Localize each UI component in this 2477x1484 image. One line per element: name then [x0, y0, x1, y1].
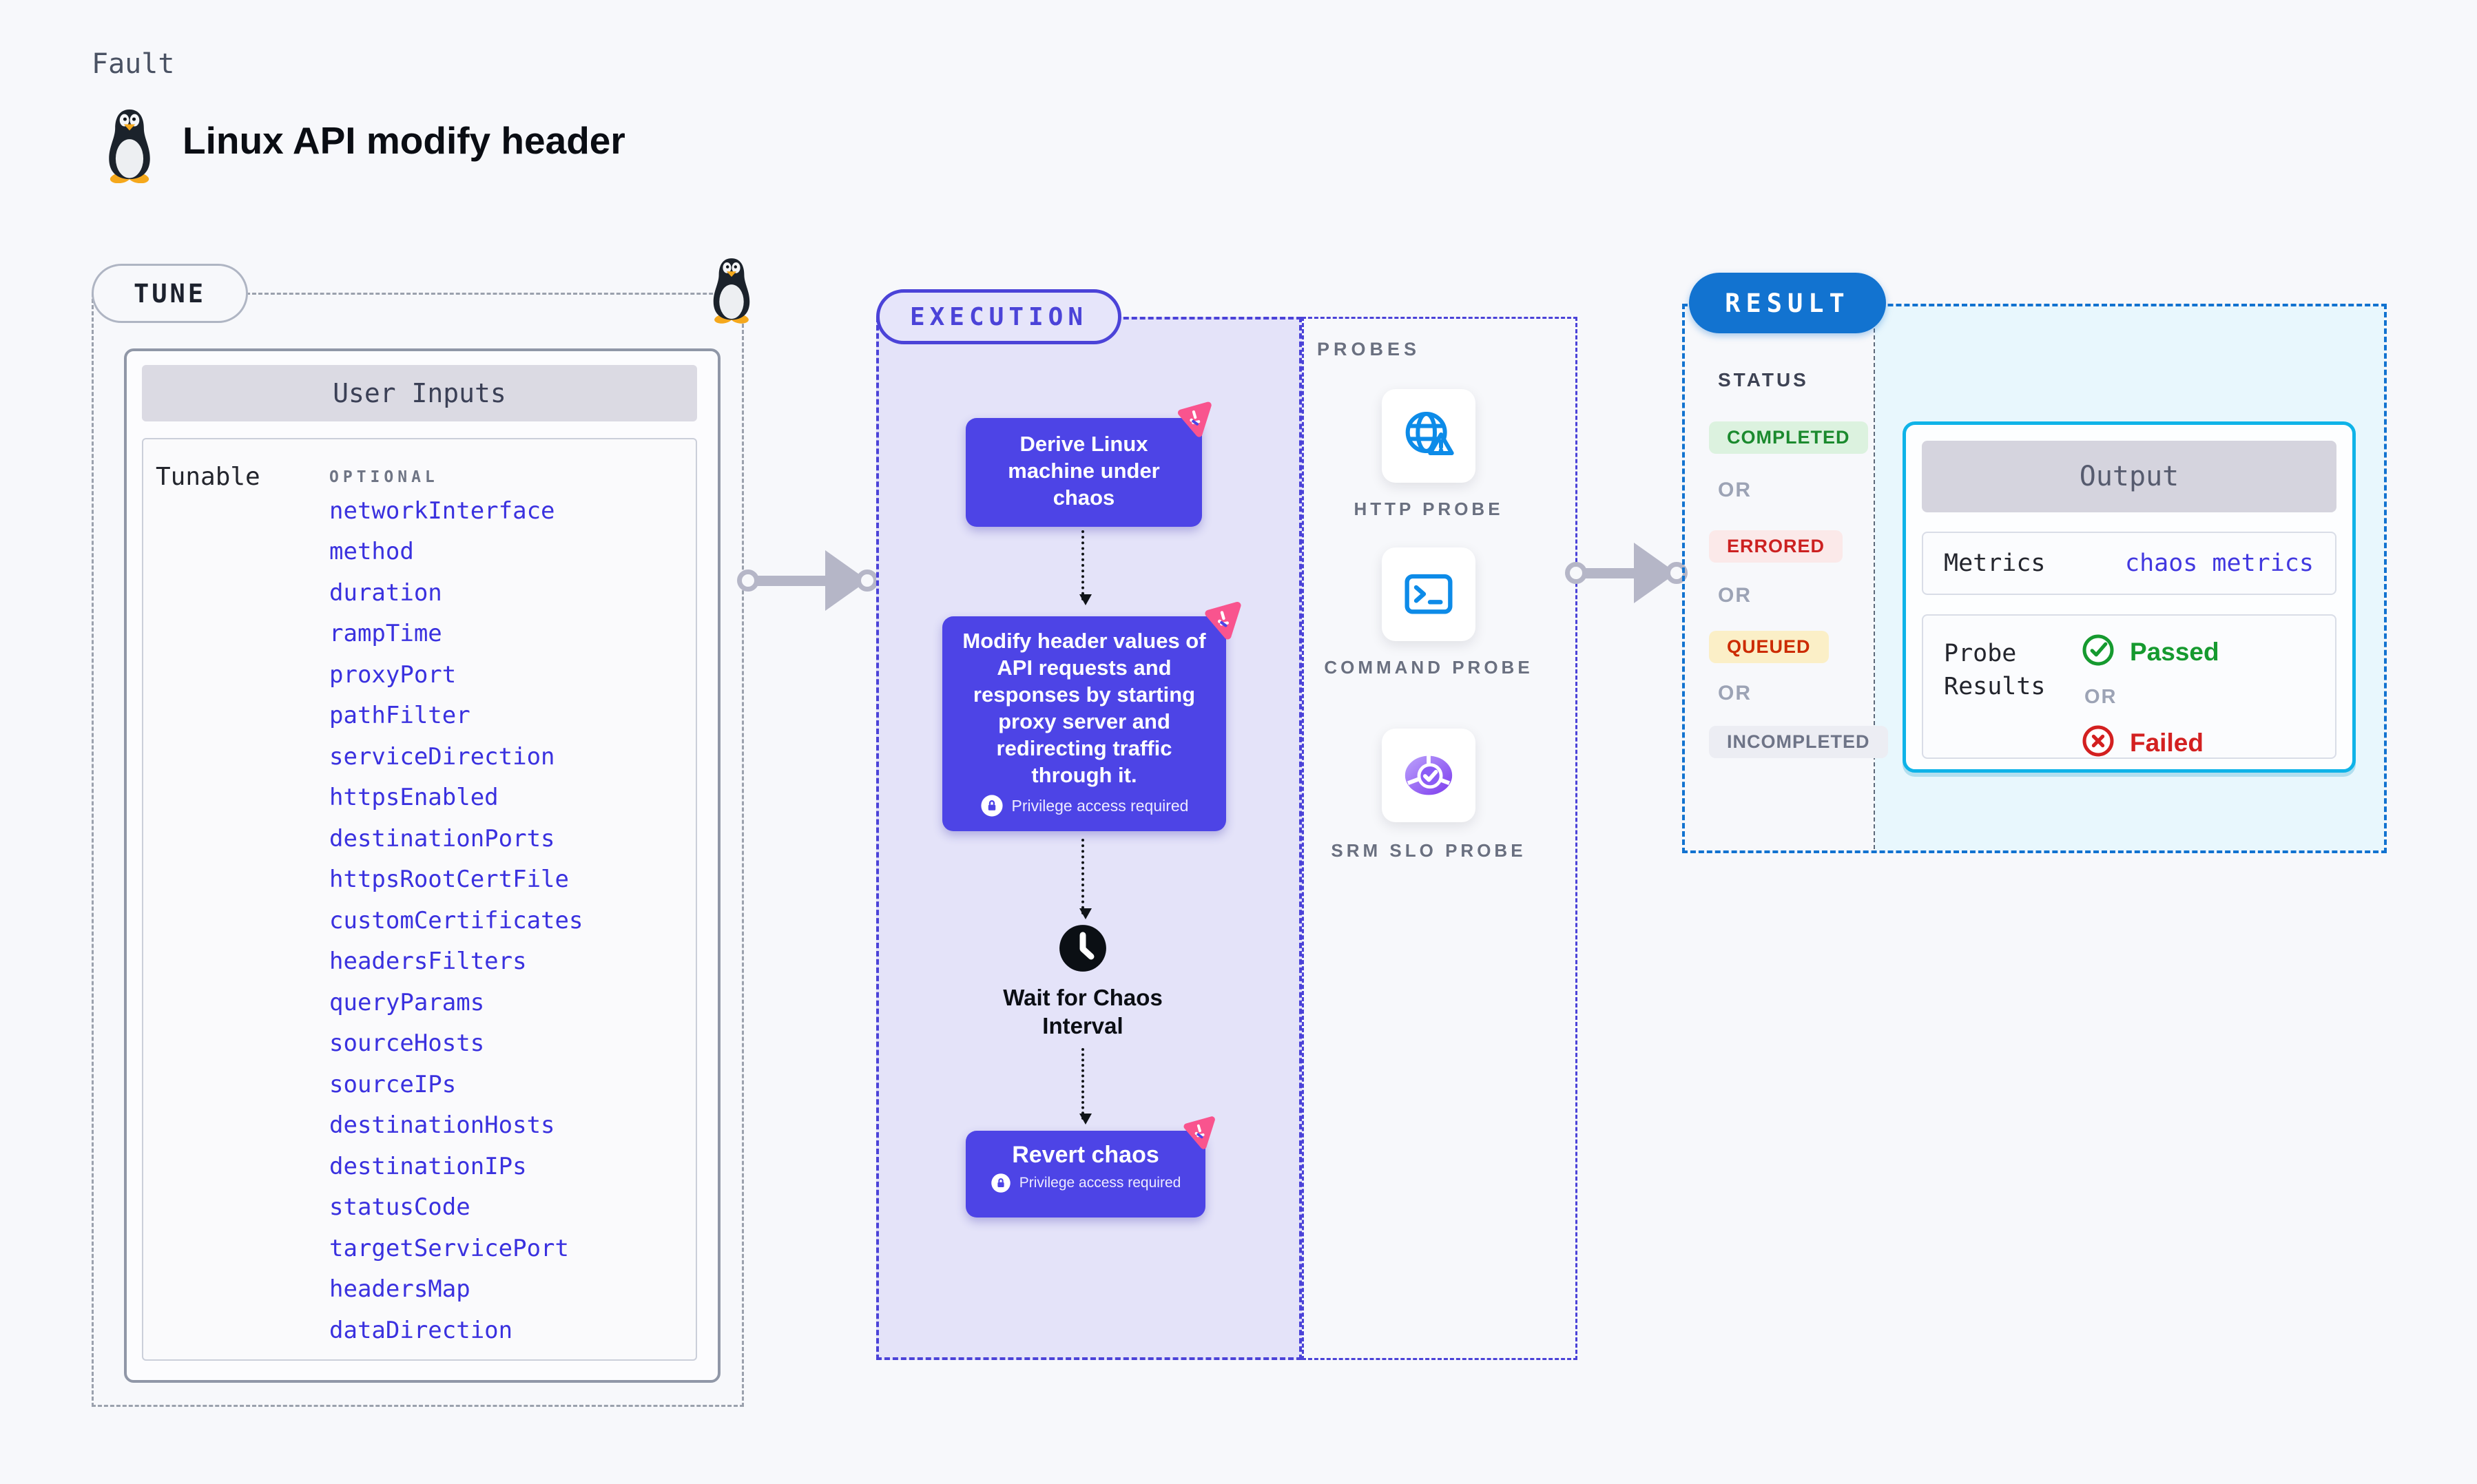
wait-step-label: Wait for Chaos Interval [1003, 985, 1163, 1038]
or-separator: OR [1718, 584, 1752, 607]
probe-results-label: Probe Results [1944, 640, 2046, 700]
chaos-badge-icon [1205, 601, 1241, 640]
passed-check-icon [2082, 634, 2114, 666]
result-pill-label: RESULT [1725, 288, 1850, 318]
arrow-start-dot [1565, 562, 1587, 584]
command-probe-card [1382, 547, 1475, 641]
execution-pill-label: EXECUTION [909, 302, 1088, 331]
or-separator: OR [2084, 686, 2117, 708]
tunable-link[interactable]: statusCode [329, 1193, 470, 1222]
tunable-link[interactable]: duration [329, 578, 442, 607]
status-badge-errored: ERRORED [1709, 530, 1843, 563]
tunable-link[interactable]: pathFilter [329, 702, 470, 730]
privilege-label: Privilege access required [1019, 1175, 1181, 1191]
page-title: Linux API modify header [183, 119, 625, 162]
chaos-badge-icon [1183, 1116, 1215, 1149]
tunable-link[interactable]: headersMap [329, 1275, 470, 1304]
failed-x-icon [2082, 725, 2114, 757]
arrow-start-dot [737, 569, 759, 592]
tunable-link[interactable]: targetServicePort [329, 1234, 569, 1262]
or-separator: OR [1718, 479, 1752, 501]
clock-icon [1059, 925, 1106, 972]
tunable-list: networkInterface method duration rampTim… [329, 490, 583, 1351]
tune-region [92, 293, 744, 1407]
status-badge-incompleted: INCOMPLETED [1709, 726, 1888, 758]
tunable-link[interactable]: httpsEnabled [329, 784, 499, 812]
revert-node-label: Revert chaos [1012, 1142, 1159, 1168]
tunable-link[interactable]: rampTime [329, 620, 442, 648]
tune-pill-label: TUNE [133, 278, 207, 309]
chaos-badge-icon [1177, 401, 1212, 437]
user-inputs-body [142, 438, 697, 1361]
tunable-link[interactable]: destinationIPs [329, 1152, 527, 1180]
tunable-link[interactable]: httpsRootCertFile [329, 866, 569, 894]
lock-icon [991, 1173, 1011, 1193]
tunable-link[interactable]: dataDirection [329, 1316, 513, 1344]
revert-node: Revert chaos Privilege access required [966, 1131, 1205, 1217]
metrics-label: Metrics [1944, 550, 2046, 577]
tunable-link[interactable]: networkInterface [329, 497, 555, 525]
tunable-link[interactable]: sourceHosts [329, 1030, 485, 1058]
or-separator: OR [1718, 682, 1752, 704]
user-inputs-header-label: User Inputs [333, 378, 506, 408]
optional-label: OPTIONAL [329, 468, 439, 486]
terminal-icon [1405, 574, 1453, 614]
tunable-link[interactable]: sourceIPs [329, 1070, 457, 1098]
result-pill: RESULT [1689, 273, 1886, 333]
derive-node-label: Derive Linux machine under chaos [1008, 432, 1160, 510]
probes-label: PROBES [1317, 339, 1421, 359]
lock-icon [980, 795, 1003, 817]
modify-node: Modify header values of API requests and… [942, 616, 1226, 831]
tunable-link[interactable]: method [329, 538, 414, 566]
result-region [1682, 304, 2387, 853]
arrow-end-dot [856, 569, 878, 592]
tunable-link[interactable]: destinationHosts [329, 1111, 555, 1140]
command-probe-label: COMMAND PROBE [1324, 657, 1533, 678]
page-kicker: Fault [92, 48, 175, 80]
tunable-link[interactable]: headersFilters [329, 948, 527, 976]
arrow-line [1576, 568, 1652, 578]
http-probe-label: HTTP PROBE [1354, 499, 1504, 519]
flow-arrow-down [1079, 1048, 1092, 1125]
status-label: STATUS [1718, 369, 1809, 390]
srm-slo-probe-label: SRM SLO PROBE [1331, 840, 1526, 861]
execution-pill: EXECUTION [876, 289, 1121, 344]
status-badge-queued: QUEUED [1709, 631, 1829, 663]
tunable-link[interactable]: proxyPort [329, 660, 457, 689]
derive-node: Derive Linux machine under chaos [966, 418, 1202, 527]
modify-node-label: Modify header values of API requests and… [962, 629, 1206, 787]
probes-region [1302, 317, 1577, 1360]
tunable-link[interactable]: destinationPorts [329, 824, 555, 853]
tunable-link[interactable]: serviceDirection [329, 742, 555, 771]
tunable-link[interactable]: customCertificates [329, 906, 583, 934]
flow-arrow-down [1079, 839, 1092, 919]
metrics-row [1922, 532, 2336, 595]
passed-label: Passed [2130, 638, 2219, 666]
tunable-link[interactable]: queryParams [329, 988, 485, 1016]
tunable-label: Tunable [156, 463, 260, 491]
slo-donut-icon [1405, 755, 1453, 795]
privilege-label: Privilege access required [1011, 796, 1189, 815]
tux-penguin-icon [109, 109, 150, 183]
flow-arrow-down [1079, 530, 1092, 605]
output-header-label: Output [2079, 461, 2179, 492]
tux-penguin-small-icon [713, 258, 750, 324]
arrow-line [748, 576, 838, 586]
tune-pill: TUNE [92, 264, 248, 323]
globe-warning-icon [1405, 411, 1454, 455]
srm-slo-probe-card [1382, 729, 1475, 822]
result-divider [1874, 308, 1875, 849]
chaos-metrics-link[interactable]: chaos metrics [2125, 550, 2314, 577]
status-badge-completed: COMPLETED [1709, 421, 1868, 454]
http-probe-card [1382, 389, 1475, 483]
failed-label: Failed [2130, 729, 2204, 757]
user-inputs-header: User Inputs [142, 365, 697, 421]
output-header: Output [1922, 441, 2336, 512]
probe-results-row [1922, 614, 2336, 759]
